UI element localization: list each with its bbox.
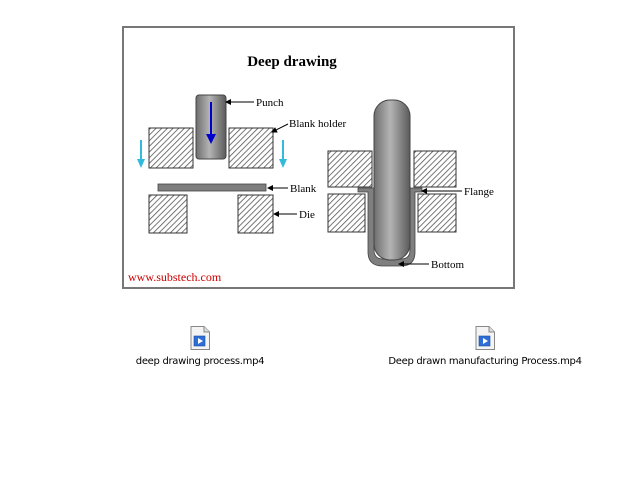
bottom-label: Bottom bbox=[431, 259, 464, 271]
die-label: Die bbox=[299, 209, 315, 221]
blank-holder-label: Blank holder bbox=[289, 118, 346, 130]
punch-2 bbox=[373, 99, 411, 261]
blank bbox=[157, 183, 267, 192]
blank-label: Blank bbox=[290, 183, 317, 195]
die-left-2 bbox=[327, 193, 366, 233]
blank-holder-left-2 bbox=[327, 150, 373, 188]
die-left bbox=[148, 194, 188, 234]
holder-motion-arrow-right-head bbox=[279, 159, 287, 168]
flange-label: Flange bbox=[464, 186, 494, 198]
video-file-name[interactable]: Deep drawn manufacturing Process.mp4 bbox=[388, 356, 582, 367]
blank-holder-right-2 bbox=[413, 150, 457, 188]
punch-motion-arrow-head bbox=[206, 134, 216, 144]
substech-watermark: www.substech.com bbox=[128, 270, 222, 284]
video-file-icon[interactable] bbox=[475, 326, 495, 350]
video-file-name[interactable]: deep drawing process.mp4 bbox=[135, 356, 265, 367]
die-right bbox=[237, 194, 274, 234]
video-file-icon[interactable] bbox=[190, 326, 210, 350]
holder-motion-arrow-left-head bbox=[137, 159, 145, 168]
punch-label: Punch bbox=[256, 97, 284, 109]
diagram-title: Deep drawing bbox=[247, 54, 337, 70]
deep-drawing-diagram: Deep drawing Punch Blank holder Blank Di… bbox=[122, 26, 515, 289]
die-right-2 bbox=[417, 193, 457, 233]
blank-holder-left bbox=[148, 127, 194, 169]
blank-holder-right bbox=[228, 127, 274, 169]
blank-holder-leader bbox=[271, 123, 289, 133]
